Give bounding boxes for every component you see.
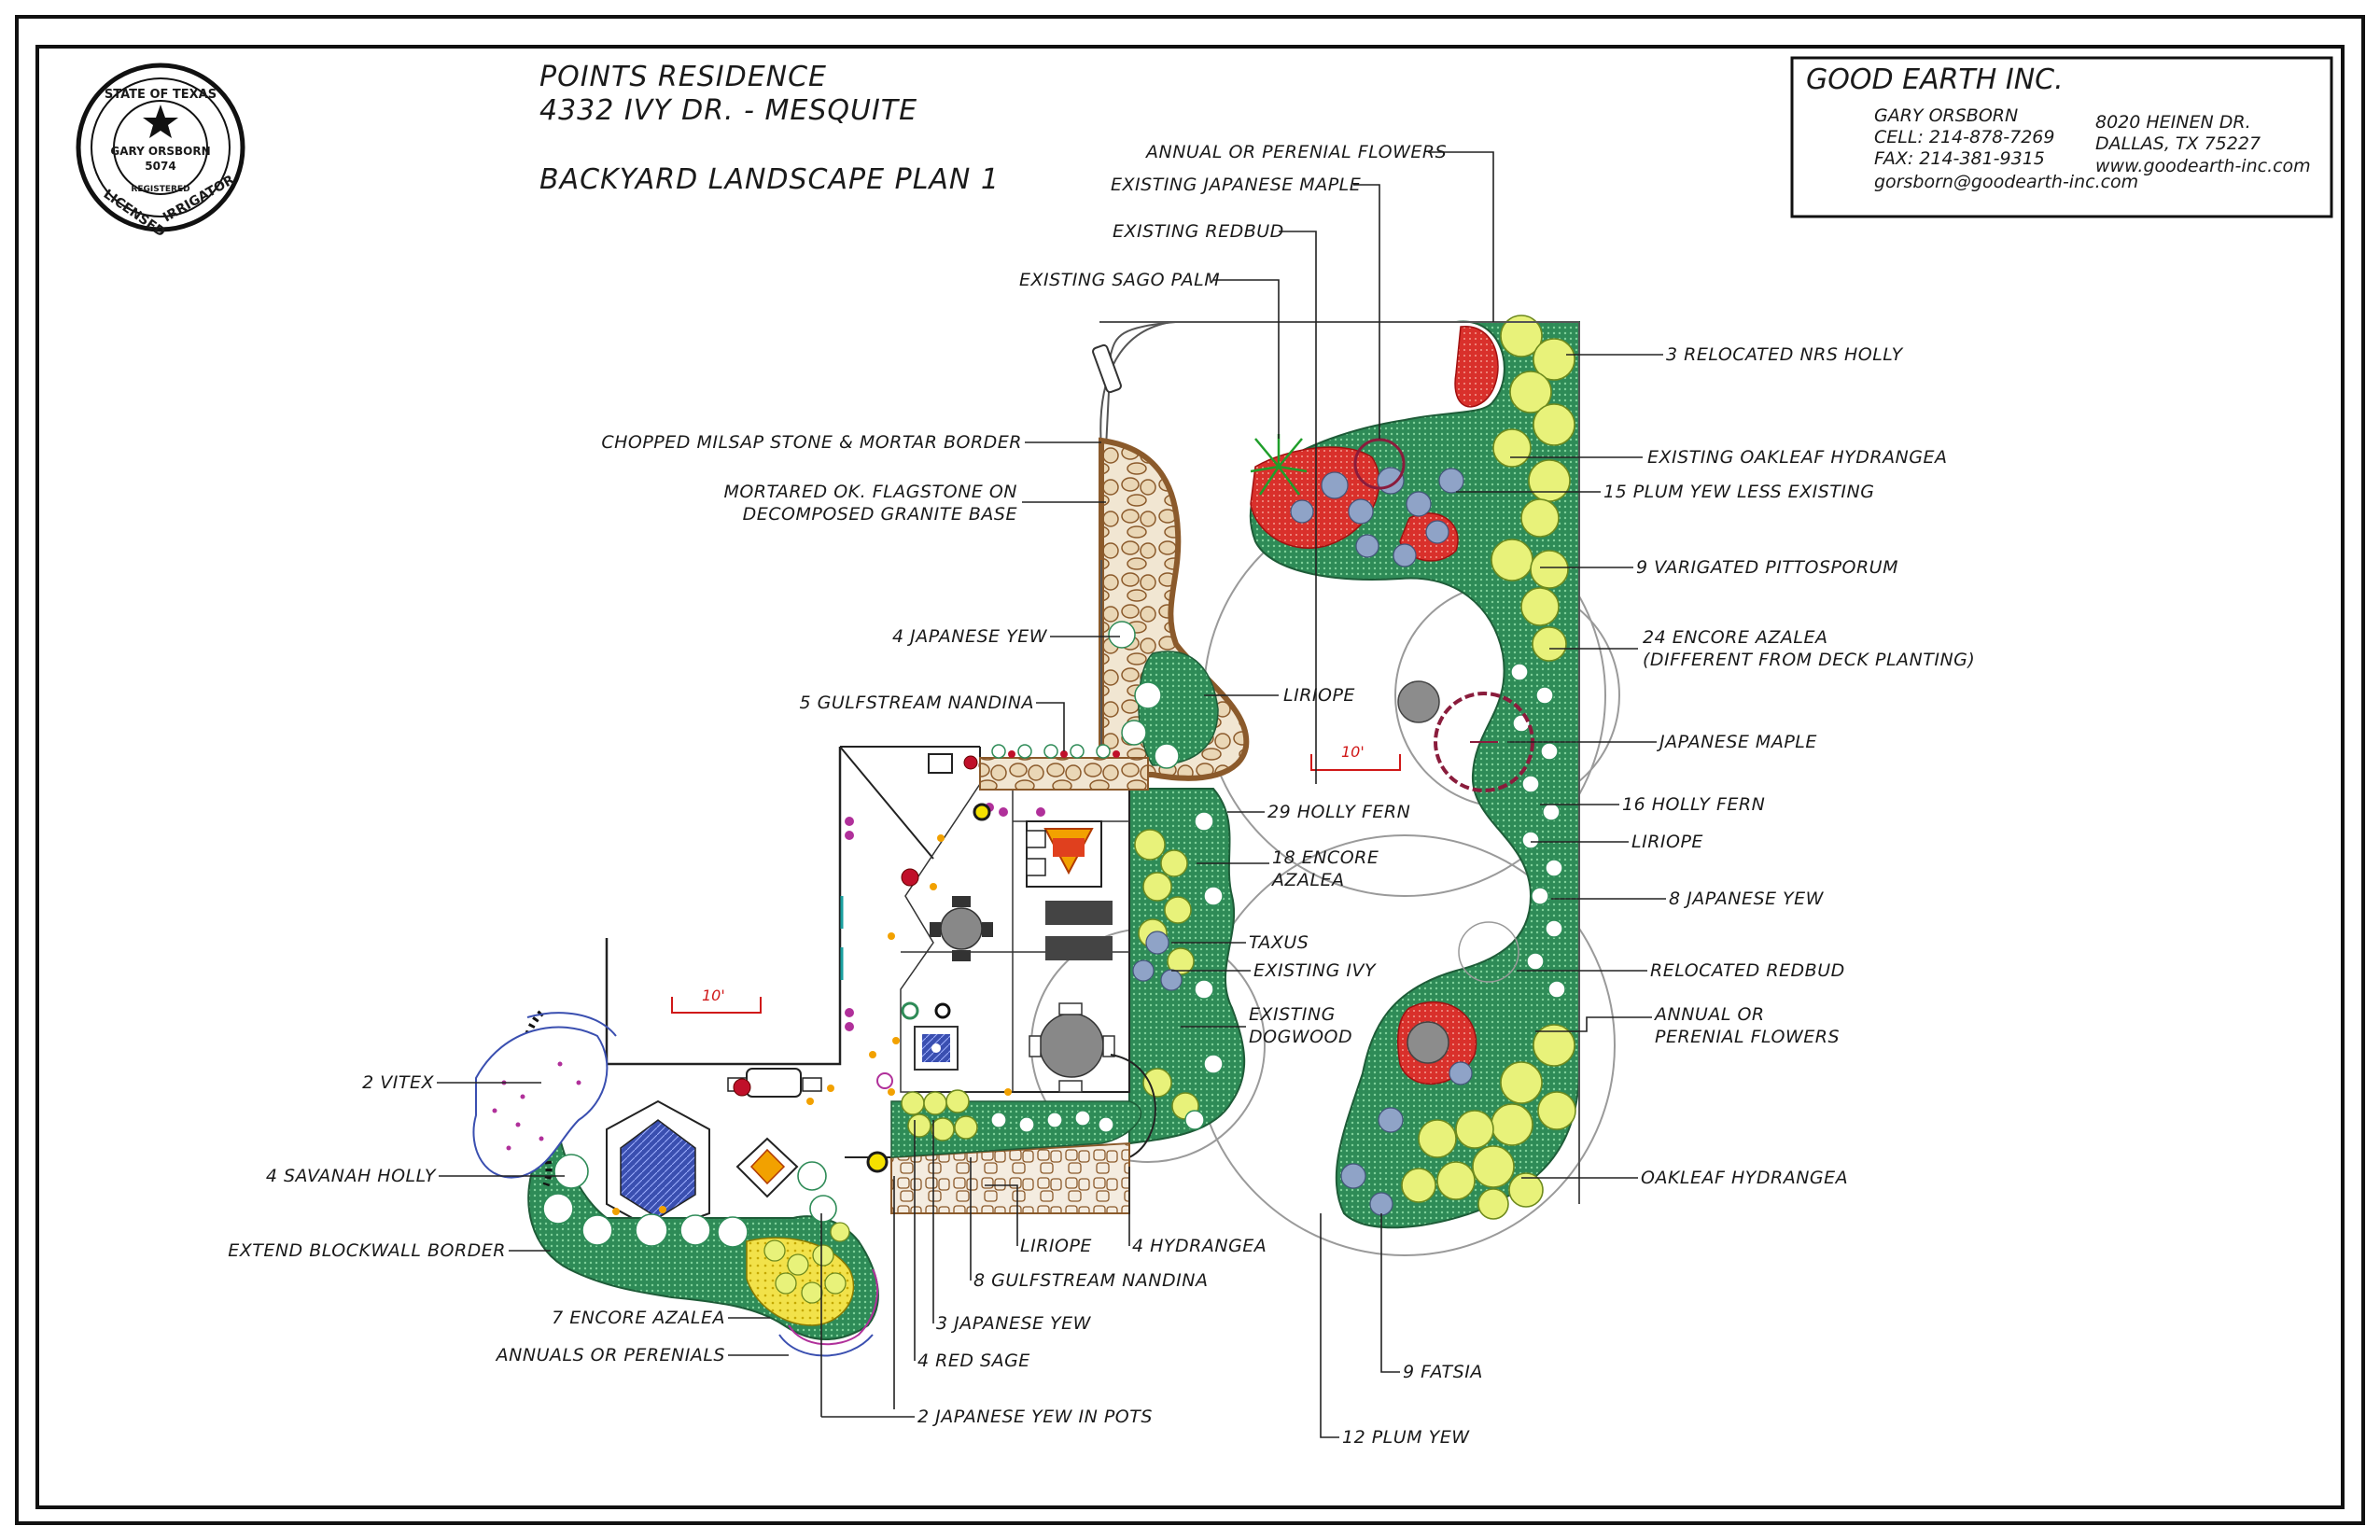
company-address-2: DALLAS, TX 75227	[2095, 133, 2261, 154]
callout-dogwood: EXISTING	[1249, 1004, 1336, 1025]
company-name: GOOD EARTH INC.	[1806, 63, 2064, 96]
star-icon	[143, 105, 178, 138]
callout-japanese-maple: JAPANESE MAPLE	[1656, 732, 1817, 752]
callout-japanese-yew-pots: 2 JAPANESE YEW IN POTS	[917, 1407, 1153, 1427]
callout-annual-right-2: PERENIAL FLOWERS	[1655, 1027, 1840, 1047]
callout-existing-redbud: EXISTING REDBUD	[1113, 221, 1284, 242]
callout-liriope-right: LIRIOPE	[1631, 832, 1703, 852]
callout-liriope-mid: LIRIOPE	[1283, 685, 1355, 706]
callout-japanese-yew-3: 3 JAPANESE YEW	[936, 1313, 1092, 1334]
sago-palm-icon	[1250, 434, 1308, 496]
company-website: www.goodearth-inc.com	[2095, 156, 2311, 176]
callout-taxus: TAXUS	[1249, 932, 1309, 953]
callout-japanese-yew-4: 4 JAPANESE YEW	[892, 626, 1048, 647]
outer-border	[15, 15, 2365, 1525]
callout-plum-yew-12: 12 PLUM YEW	[1342, 1427, 1470, 1448]
company-email: gorsborn@goodearth-inc.com	[1874, 172, 2138, 192]
callout-encore-7: 7 ENCORE AZALEA	[552, 1308, 725, 1328]
nandina-strip	[979, 744, 1149, 791]
company-fax: FAX: 214-381-9315	[1874, 148, 2045, 169]
callout-fatsia: 9 FATSIA	[1403, 1362, 1483, 1382]
callout-gulfstream-5: 5 GULFSTREAM NANDINA	[800, 693, 1034, 713]
callout-gulfstream-8: 8 GULFSTREAM NANDINA	[973, 1270, 1208, 1291]
callout-dogwood-2: DOGWOOD	[1249, 1027, 1352, 1047]
company-address-1: 8020 HEINEN DR.	[2095, 112, 2251, 133]
right-planting-bed	[1157, 315, 1580, 1229]
callout-flagstone-base: DECOMPOSED GRANITE BASE	[743, 504, 1017, 525]
callout-encore-24: 24 ENCORE AZALEA	[1643, 627, 1828, 648]
callout-existing-ivy: EXISTING IVY	[1253, 960, 1377, 981]
callout-vitex: 2 VITEX	[362, 1072, 434, 1093]
seal-number: 5074	[145, 160, 175, 173]
callout-existing-japanese-maple: EXISTING JAPANESE MAPLE	[1111, 175, 1361, 195]
callout-holly-fern-29: 29 HOLLY FERN	[1267, 802, 1410, 822]
callout-relocated-nrs-holly: 3 RELOCATED NRS HOLLY	[1666, 344, 1904, 365]
seal-name: GARY ORSBORN	[110, 145, 210, 158]
leader-lines	[437, 151, 1666, 1438]
callout-holly-fern-16: 16 HOLLY FERN	[1622, 794, 1765, 815]
inner-border	[35, 45, 2345, 1509]
callout-encore-18-azalea: AZALEA	[1270, 870, 1345, 890]
bottom-deck-bed	[890, 1089, 1142, 1214]
project-title: POINTS RESIDENCE	[539, 61, 827, 93]
callout-blockwall: EXTEND BLOCKWALL BORDER	[228, 1240, 506, 1261]
callout-red-sage: 4 RED SAGE	[917, 1351, 1030, 1371]
callout-pittosporum: 9 VARIGATED PITTOSPORUM	[1636, 557, 1898, 578]
callout-liriope-bottom: LIRIOPE	[1020, 1236, 1092, 1256]
callout-hydrangea-4: 4 HYDRANGEA	[1132, 1236, 1267, 1256]
irrigator-seal: STATE OF TEXAS GARY ORSBORN 5074 REGISTE…	[76, 63, 245, 240]
callout-savanah-holly: 4 SAVANAH HOLLY	[266, 1166, 437, 1186]
scale-label-left: 10'	[702, 987, 725, 1004]
scale-label-right: 10'	[1341, 743, 1365, 761]
callout-annuals-perenials: ANNUALS OR PERENIALS	[495, 1345, 725, 1365]
callout-japanese-yew-8: 8 JAPANESE YEW	[1669, 889, 1825, 909]
callout-relocated-redbud: RELOCATED REDBUD	[1650, 960, 1845, 981]
callout-oakleaf: OAKLEAF HYDRANGEA	[1641, 1168, 1848, 1188]
project-address: 4332 IVY DR. - MESQUITE	[539, 94, 917, 127]
callout-existing-oakleaf: EXISTING OAKLEAF HYDRANGEA	[1647, 447, 1948, 468]
plant-callouts: ANNUAL OR PERENIAL FLOWERS EXISTING JAPA…	[228, 142, 1975, 1448]
callout-annual-right: ANNUAL OR	[1653, 1004, 1765, 1025]
company-cell: CELL: 214-878-7269	[1874, 127, 2054, 147]
lawn-edge	[1099, 320, 1177, 449]
callout-chopped-border: CHOPPED MILSAP STONE & MORTAR BORDER	[601, 432, 1022, 453]
callout-plum-yew-15: 15 PLUM YEW LESS EXISTING	[1603, 482, 1874, 502]
company-contact: GARY ORSBORN	[1874, 105, 2018, 126]
callout-encore-18: 18 ENCORE	[1272, 847, 1379, 868]
callout-flagstone: MORTARED OK. FLAGSTONE ON	[723, 482, 1017, 502]
callout-existing-sago-palm: EXISTING SAGO PALM	[1019, 270, 1220, 290]
seal-registered: REGISTERED	[131, 185, 189, 194]
deck-planting-bed	[1128, 788, 1246, 1145]
bench-icon	[1092, 343, 1122, 394]
company-block: GOOD EARTH INC. GARY ORSBORN CELL: 214-8…	[1790, 56, 2333, 218]
callout-encore-24-note: (DIFFERENT FROM DECK PLANTING)	[1643, 650, 1975, 670]
plan-name: BACKYARD LANDSCAPE PLAN 1	[539, 163, 1000, 196]
scale-bars	[671, 754, 1401, 1014]
seal-top-text: STATE OF TEXAS	[105, 88, 217, 102]
lower-left-bed	[472, 1010, 879, 1357]
flagstone-path	[1099, 437, 1250, 781]
callout-annual-flowers-top: ANNUAL OR PERENIAL FLOWERS	[1144, 142, 1447, 162]
